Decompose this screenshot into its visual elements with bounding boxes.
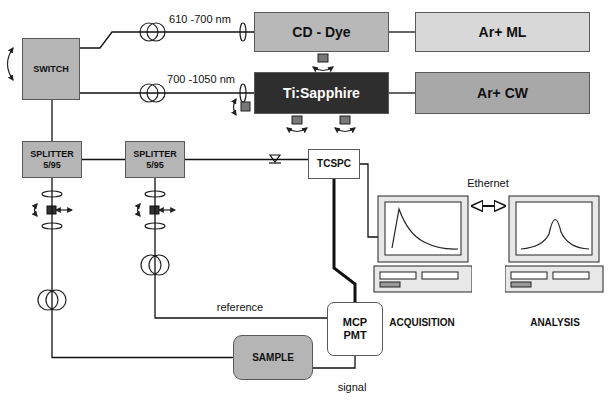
node-label: ACQUISITION (387, 317, 457, 329)
rotation-arrow (35, 204, 38, 216)
switch-box: SWITCH (22, 38, 80, 100)
mirror-knob (318, 54, 328, 62)
node-label: Ar+ ML (479, 24, 527, 40)
node-label: Ti:Sapphire (283, 85, 360, 101)
computer-icon (505, 192, 605, 330)
node-label: TCSPC (317, 158, 351, 170)
connector (360, 164, 378, 237)
computer-icon (372, 192, 472, 330)
node-label: SAMPLE (252, 352, 294, 364)
connector (52, 178, 233, 358)
rotation-arrow (335, 128, 355, 132)
node-label: CD - Dye (292, 24, 350, 40)
pump-laser-box: Ar+ CW (415, 72, 590, 114)
splitter-box: SPLITTER 5/95 (125, 141, 185, 178)
connector (313, 356, 355, 368)
detector-box: MCP PMT (327, 302, 383, 356)
rotation-arrow (313, 67, 333, 71)
node-label: ANALYSIS (528, 317, 582, 329)
splitter-box: SPLITTER 5/95 (22, 141, 82, 178)
rotation-arrow (138, 204, 141, 216)
mirror-knob (292, 116, 302, 124)
node-label: SPLITTER 5/95 (26, 149, 78, 170)
dye-laser-box: CD - Dye (254, 12, 389, 52)
connector (155, 178, 327, 318)
connector-label: 700 -1050 nm (165, 73, 237, 85)
node-label: SWITCH (33, 64, 69, 74)
ti-sapphire-laser-box: Ti:Sapphire (254, 72, 389, 114)
acquisition-computer: ACQUISITION (372, 192, 472, 330)
translation-arrow (159, 209, 175, 210)
rotation-arrow (8, 48, 14, 80)
pump-laser-box: Ar+ ML (415, 12, 590, 52)
connector-label: 610 -700 nm (167, 13, 233, 25)
connector-label: Ethernet (465, 177, 511, 189)
connector-label: signal (336, 381, 369, 393)
sample-box: SAMPLE (233, 335, 313, 380)
tcspc-box: TCSPC (308, 149, 360, 179)
connector (51, 100, 52, 141)
translation-arrow (56, 209, 72, 210)
connector (185, 159, 308, 160)
connector (80, 32, 254, 48)
node-label: SPLITTER 5/95 (129, 149, 181, 170)
connector (472, 205, 505, 207)
node-label: MCP PMT (331, 316, 379, 341)
mirror-knob (241, 102, 250, 111)
connector (389, 92, 415, 93)
rotation-arrow (234, 99, 237, 115)
analysis-computer: ANALYSIS (505, 192, 605, 330)
connector (82, 159, 125, 160)
connector (334, 179, 355, 302)
rotation-arrow (287, 128, 307, 132)
connector (80, 92, 254, 93)
mirror-knob (340, 116, 350, 124)
connector (389, 31, 415, 32)
connector-label: reference (215, 301, 265, 313)
node-label: Ar+ CW (477, 85, 528, 101)
